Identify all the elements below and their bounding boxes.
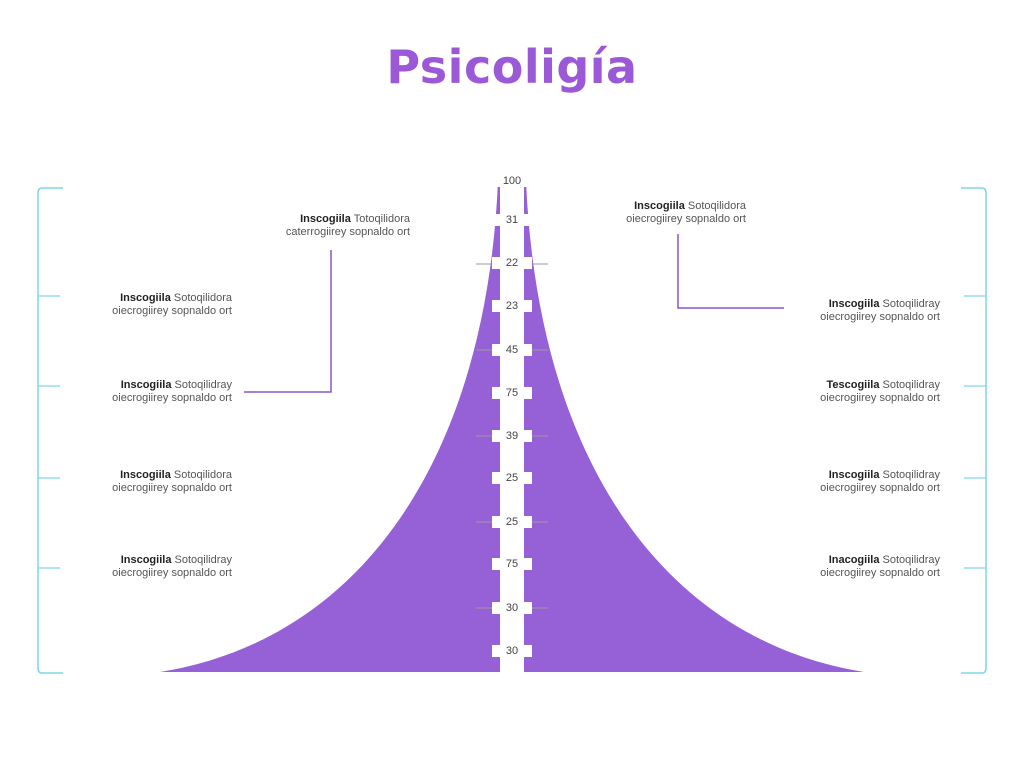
annotation-title: Inscogiila xyxy=(634,200,685,212)
annotation-subtitle: Sotoqilidray xyxy=(882,469,940,481)
annotation-title: Inscogiila xyxy=(828,298,880,310)
annotation-title: Inacogiila xyxy=(828,554,880,566)
annotation-label: Inscogiila Sotoqilidora oiecrogiirey sop… xyxy=(112,469,232,495)
axis-tick-label: 100 xyxy=(492,175,532,187)
annotation-title: Inscogiila xyxy=(120,469,171,481)
annotation-subtitle: Sotoqilidray xyxy=(174,554,232,566)
axis-tick-label: 39 xyxy=(492,430,532,442)
axis-tick-label: 75 xyxy=(492,558,532,570)
annotation-title: Inscogiila xyxy=(828,469,880,481)
annotation-label: Inscogiila Totoqilidora caterrogiirey so… xyxy=(286,213,410,239)
annotation-text: oiecrogiirey sopnaldo ort xyxy=(626,213,746,225)
axis-tick-label: 75 xyxy=(492,387,532,399)
annotation-label: Inscogiila Sotoqilidora oiecrogiirey sop… xyxy=(112,292,232,318)
annotation-subtitle: Sotoqilidray xyxy=(882,379,940,391)
annotation-label: Inacogiila Sotoqilidray oiecrogiirey sop… xyxy=(820,554,940,580)
annotation-text: oiecrogiirey sopnaldo ort xyxy=(820,567,940,579)
right-curve-shape xyxy=(524,181,864,672)
annotation-subtitle: Totoqilidora xyxy=(353,213,410,225)
annotation-text: oiecrogiirey sopnaldo ort xyxy=(820,482,940,494)
annotation-label: Inscogiila Sotoqilidray oiecrogiirey sop… xyxy=(112,554,232,580)
annotation-text: oiecrogiirey sopnaldo ort xyxy=(112,392,232,404)
annotation-subtitle: Sotoqilidray xyxy=(882,554,940,566)
annotation-subtitle: Sotoqilidora xyxy=(173,292,232,304)
annotation-label: Inscogiila Sotoqilidray oiecrogiirey sop… xyxy=(112,379,232,405)
annotation-text: oiecrogiirey sopnaldo ort xyxy=(820,392,940,404)
annotation-subtitle: Sotoqilidray xyxy=(174,379,232,391)
axis-tick-label: 30 xyxy=(492,602,532,614)
left-curve-shape xyxy=(160,181,500,672)
annotation-title: Inscogiila xyxy=(120,379,172,391)
left-bracket xyxy=(37,187,63,674)
axis-tick-label: 25 xyxy=(492,472,532,484)
annotation-subtitle: Sotoqilidora xyxy=(687,200,746,212)
right-bracket xyxy=(961,187,987,674)
axis-tick-label: 30 xyxy=(492,645,532,657)
annotation-subtitle: Sotoqilidora xyxy=(173,469,232,481)
annotation-title: Inscogiila xyxy=(120,292,171,304)
annotation-text: oiecrogiirey sopnaldo ort xyxy=(820,311,940,323)
center-axis xyxy=(500,176,524,674)
annotation-subtitle: Sotoqilidray xyxy=(882,298,940,310)
connector-right xyxy=(677,234,784,309)
axis-tick-label: 45 xyxy=(492,344,532,356)
axis-tick-label: 31 xyxy=(492,214,532,226)
axis-tick-label: 22 xyxy=(492,257,532,269)
annotation-label: Inscogiila Sotoqilidray oiecrogiirey sop… xyxy=(820,298,940,324)
annotation-text: oiecrogiirey sopnaldo ort xyxy=(112,567,232,579)
annotation-label: Tescogiila Sotoqilidray oiecrogiirey sop… xyxy=(820,379,940,405)
annotation-text: caterrogiirey sopnaldo ort xyxy=(285,226,410,238)
annotation-text: oiecrogiirey sopnaldo ort xyxy=(112,305,232,317)
annotation-label: Inscogiila Sotoqilidora oiecrogiirey sop… xyxy=(626,200,746,226)
axis-tick-label: 25 xyxy=(492,516,532,528)
annotation-title: Inscogiila xyxy=(120,554,172,566)
annotation-text: oiecrogiirey sopnaldo ort xyxy=(112,482,232,494)
annotation-label: Inscogiila Sotoqilidray oiecrogiirey sop… xyxy=(820,469,940,495)
annotation-title: Inscogiila xyxy=(300,213,351,225)
axis-tick-label: 23 xyxy=(492,300,532,312)
annotation-title: Tescogiila xyxy=(826,379,880,391)
page-title: Psicoligía xyxy=(386,40,638,94)
connector-left xyxy=(244,250,332,393)
